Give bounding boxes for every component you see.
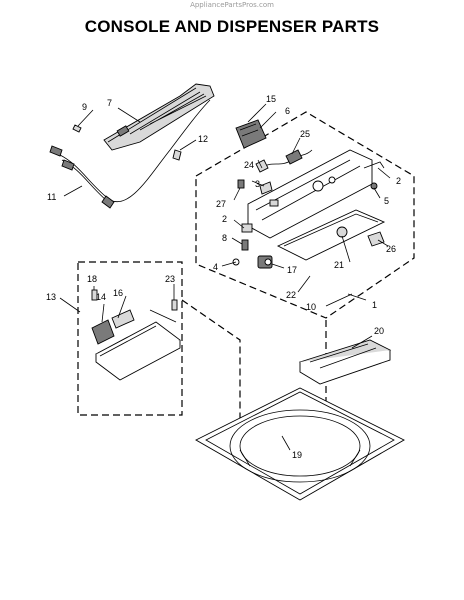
callout-25: 25 [300, 129, 310, 139]
callout-24: 24 [244, 160, 254, 170]
callout-4: 4 [213, 262, 218, 272]
callout-1: 1 [372, 300, 377, 310]
callout-19: 19 [292, 450, 302, 460]
watermark: AppliancePartsPros.com [190, 1, 274, 9]
callout-23: 23 [165, 274, 175, 284]
callout-3: 3 [255, 179, 260, 189]
callout-9: 9 [82, 102, 87, 112]
screw-part [172, 149, 182, 161]
callout-5: 5 [384, 196, 389, 206]
callout-26: 26 [386, 244, 396, 254]
callout-6: 6 [285, 106, 290, 116]
callout-18: 18 [87, 274, 97, 284]
callout-8: 8 [222, 233, 227, 243]
callout-15: 15 [266, 94, 276, 104]
page-title: CONSOLE AND DISPENSER PARTS [84, 17, 380, 36]
callout-12: 12 [198, 134, 208, 144]
console-panel-part [103, 83, 215, 151]
callout-22: 22 [286, 290, 296, 300]
leader-lines [59, 103, 391, 451]
callout-14: 14 [96, 292, 106, 302]
washer-top-part [195, 387, 405, 501]
dispenser-drawer-part [298, 339, 392, 385]
screw-part [72, 124, 82, 133]
top-dashed-link [181, 299, 241, 450]
control-box-part [91, 289, 181, 381]
callout-2: 2 [222, 214, 227, 224]
callout-16: 16 [113, 288, 123, 298]
callout-20: 20 [374, 326, 384, 336]
callout-13: 13 [46, 292, 56, 302]
callout-10: 10 [306, 302, 316, 312]
callout-27: 27 [216, 199, 226, 209]
console-assembly-outline [195, 111, 415, 319]
callout-7: 7 [107, 98, 112, 108]
callout-17: 17 [287, 265, 297, 275]
callout-21: 21 [334, 260, 344, 270]
console-assembly-part [232, 119, 386, 269]
control-box-assembly-outline [77, 261, 183, 416]
callout-11: 11 [47, 192, 56, 202]
wire-harness-part [49, 99, 211, 209]
callout-2: 2 [396, 176, 401, 186]
